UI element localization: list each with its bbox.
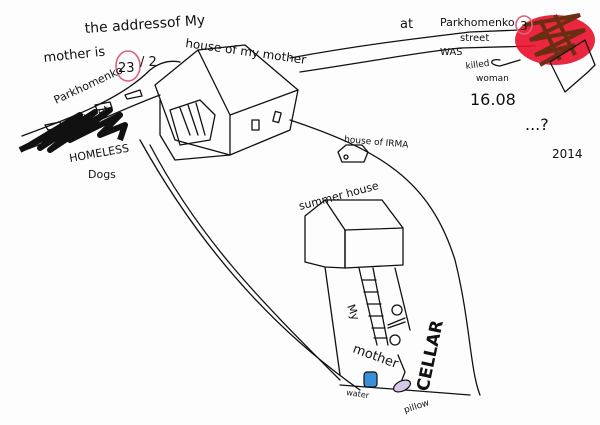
road-to-right-upper bbox=[289, 29, 521, 59]
street-word-2: street bbox=[460, 33, 489, 44]
pillow-label: pillow bbox=[403, 398, 431, 416]
irma-house bbox=[337, 144, 369, 163]
homeless-label: HOMELESS bbox=[68, 142, 130, 165]
water-jar bbox=[363, 371, 378, 388]
cellar-shelves bbox=[387, 304, 406, 386]
path-line bbox=[149, 144, 341, 381]
cellar-label: CELLAR bbox=[413, 318, 448, 393]
address-line2: mother is bbox=[43, 45, 106, 66]
dogs-label: Dogs bbox=[88, 168, 116, 181]
my-label: My bbox=[344, 303, 362, 323]
year-label: 2014 bbox=[552, 147, 583, 161]
date-label: 16.08 bbox=[470, 90, 516, 109]
street-name: Parkhomenko bbox=[52, 63, 125, 106]
mother-label: mother bbox=[351, 342, 401, 372]
water-label: water bbox=[346, 388, 371, 400]
house-number-2: 3 bbox=[520, 19, 528, 33]
summer-house-label: summer house bbox=[297, 179, 380, 213]
mother-house bbox=[154, 44, 299, 161]
woman-label: woman bbox=[476, 74, 509, 84]
path-line bbox=[139, 139, 361, 391]
house-of-mother-label: house of my mother bbox=[185, 36, 307, 67]
pillow bbox=[392, 379, 412, 393]
blood-scribble bbox=[491, 13, 596, 93]
was-label: WAS bbox=[440, 47, 463, 58]
house-number: 23 bbox=[118, 61, 135, 76]
at-label: at bbox=[400, 17, 413, 32]
address-line1: the addressof My bbox=[84, 13, 206, 37]
dogs-scribble bbox=[18, 89, 143, 153]
house-of-irma-label: house of IRMA bbox=[344, 135, 410, 151]
summer-house bbox=[304, 199, 411, 376]
circle-23 bbox=[115, 50, 141, 82]
question-label: ...? bbox=[525, 115, 549, 134]
street-name-2: Parkhomenko bbox=[440, 16, 515, 29]
ladder bbox=[358, 267, 389, 346]
circle-3 bbox=[515, 15, 533, 35]
house-fraction: / 2 bbox=[140, 55, 157, 70]
road-to-right-lower bbox=[299, 45, 536, 73]
killed-label: killed bbox=[465, 59, 490, 72]
